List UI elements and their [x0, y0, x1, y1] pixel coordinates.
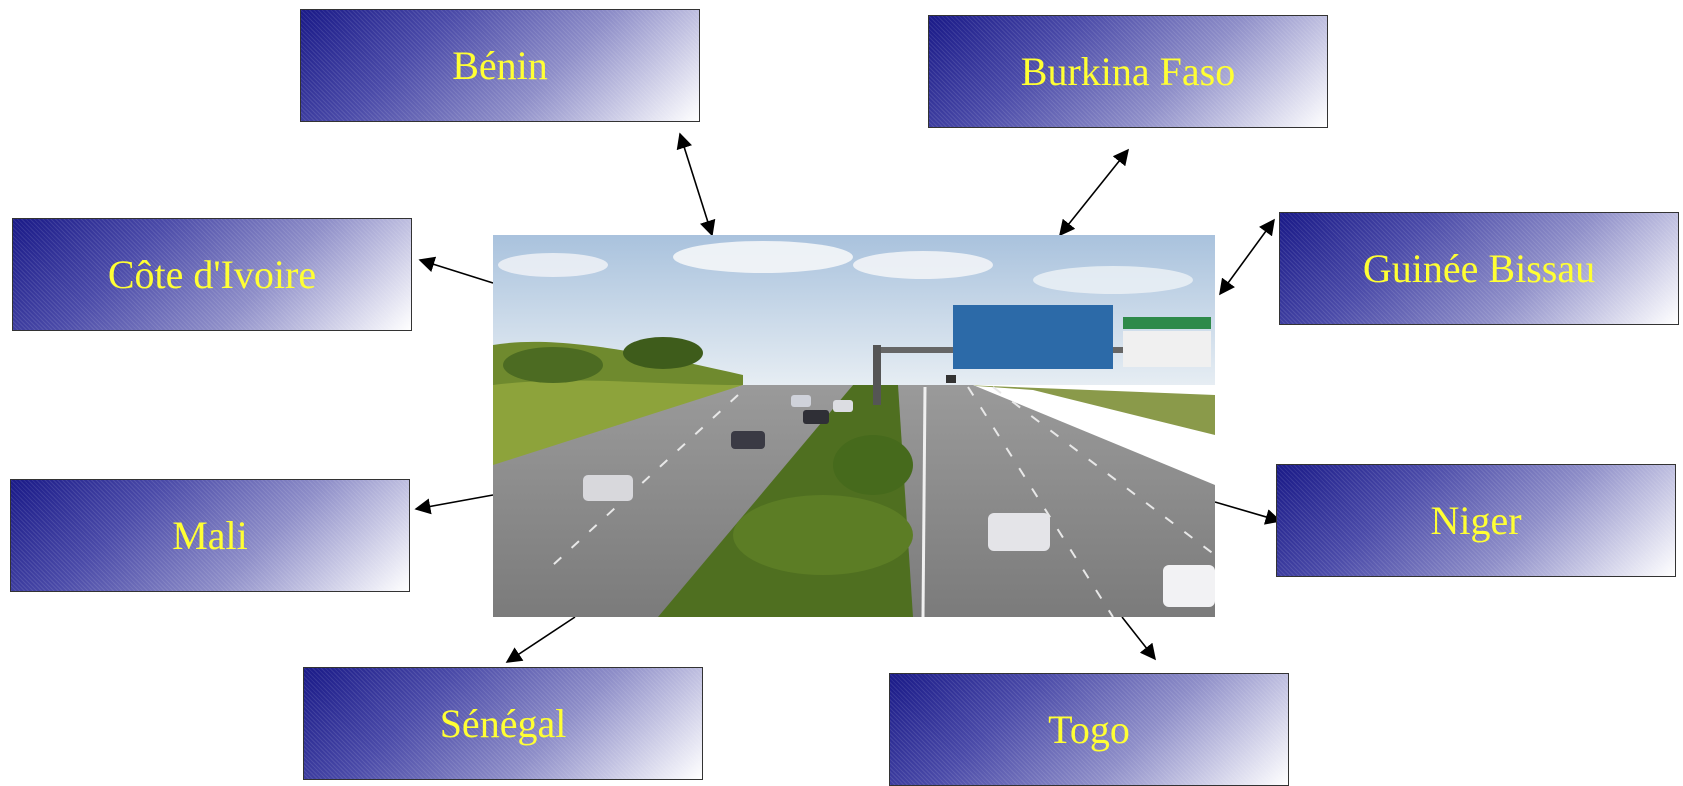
node-togo: Togo: [889, 673, 1289, 786]
node-label: Guinée Bissau: [1362, 246, 1596, 291]
node-label: Niger: [1430, 498, 1522, 543]
node-cote-divoire: Côte d'Ivoire: [12, 218, 412, 331]
node-label: Côte d'Ivoire: [107, 252, 317, 297]
node-guinee-bissau: Guinée Bissau: [1279, 212, 1679, 325]
arrow-togo: [1121, 616, 1156, 661]
node-benin: Bénin: [300, 9, 700, 122]
arrow-guinee-bissau: [1219, 218, 1275, 296]
arrow-mali: [414, 494, 494, 515]
node-label: Bénin: [452, 43, 548, 88]
node-label: Sénégal: [439, 701, 567, 746]
arrow-burkina-faso: [1059, 148, 1129, 237]
arrow-benin: [676, 132, 716, 237]
arrow-cote-divoire: [418, 256, 494, 284]
node-label: Burkina Faso: [1020, 49, 1236, 94]
motorway-photo: [493, 235, 1215, 617]
node-niger: Niger: [1276, 464, 1676, 577]
node-senegal: Sénégal: [303, 667, 703, 780]
arrow-niger: [1214, 501, 1282, 525]
node-burkina-faso: Burkina Faso: [928, 15, 1328, 128]
node-label: Togo: [1048, 707, 1130, 752]
node-mali: Mali: [10, 479, 410, 592]
arrow-senegal: [505, 616, 576, 663]
node-label: Mali: [172, 513, 248, 558]
